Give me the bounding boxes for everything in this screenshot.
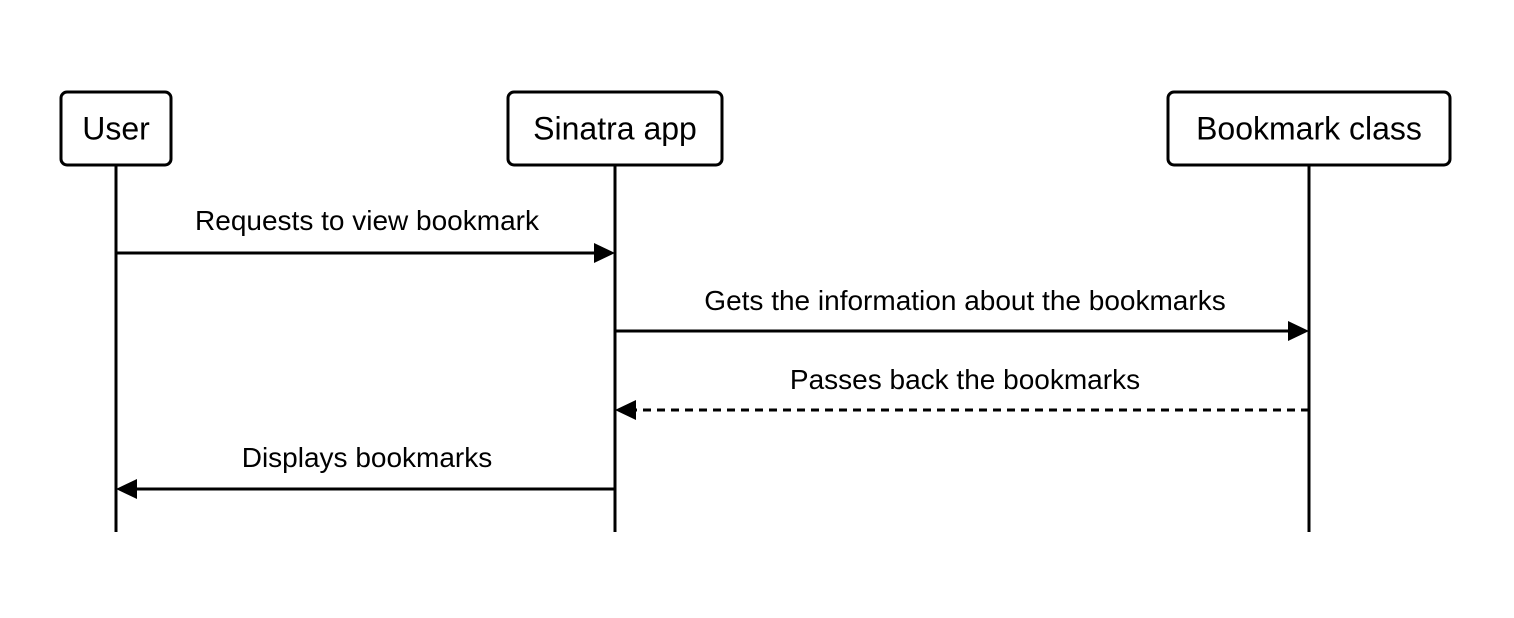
message-label: Requests to view bookmark bbox=[195, 205, 540, 236]
message-displays-bookmarks: Displays bookmarks bbox=[116, 442, 615, 499]
actor-label-sinatra-app: Sinatra app bbox=[533, 111, 697, 147]
arrowhead-right-icon bbox=[594, 243, 615, 263]
arrowhead-left-icon bbox=[615, 400, 636, 420]
actor-bookmark-class[interactable]: Bookmark class bbox=[1166, 90, 1452, 167]
message-requests-to-view-bookmark: Requests to view bookmark bbox=[116, 205, 615, 263]
actor-label-bookmark-class: Bookmark class bbox=[1196, 111, 1422, 147]
arrowhead-right-icon bbox=[1288, 321, 1309, 341]
message-label: Passes back the bookmarks bbox=[790, 364, 1140, 395]
message-passes-back-bookmarks: Passes back the bookmarks bbox=[615, 364, 1309, 420]
actor-label-user: User bbox=[82, 111, 150, 147]
message-label: Gets the information about the bookmarks bbox=[704, 285, 1225, 316]
actor-sinatra-app[interactable]: Sinatra app bbox=[506, 90, 724, 167]
message-gets-information: Gets the information about the bookmarks bbox=[615, 285, 1309, 341]
actor-box-sinatra-app bbox=[506, 90, 724, 167]
actor-box-user bbox=[59, 90, 173, 167]
actor-user[interactable]: User bbox=[59, 90, 173, 167]
arrowhead-left-icon bbox=[116, 479, 137, 499]
actor-box-bookmark-class bbox=[1166, 90, 1452, 167]
message-label: Displays bookmarks bbox=[242, 442, 493, 473]
